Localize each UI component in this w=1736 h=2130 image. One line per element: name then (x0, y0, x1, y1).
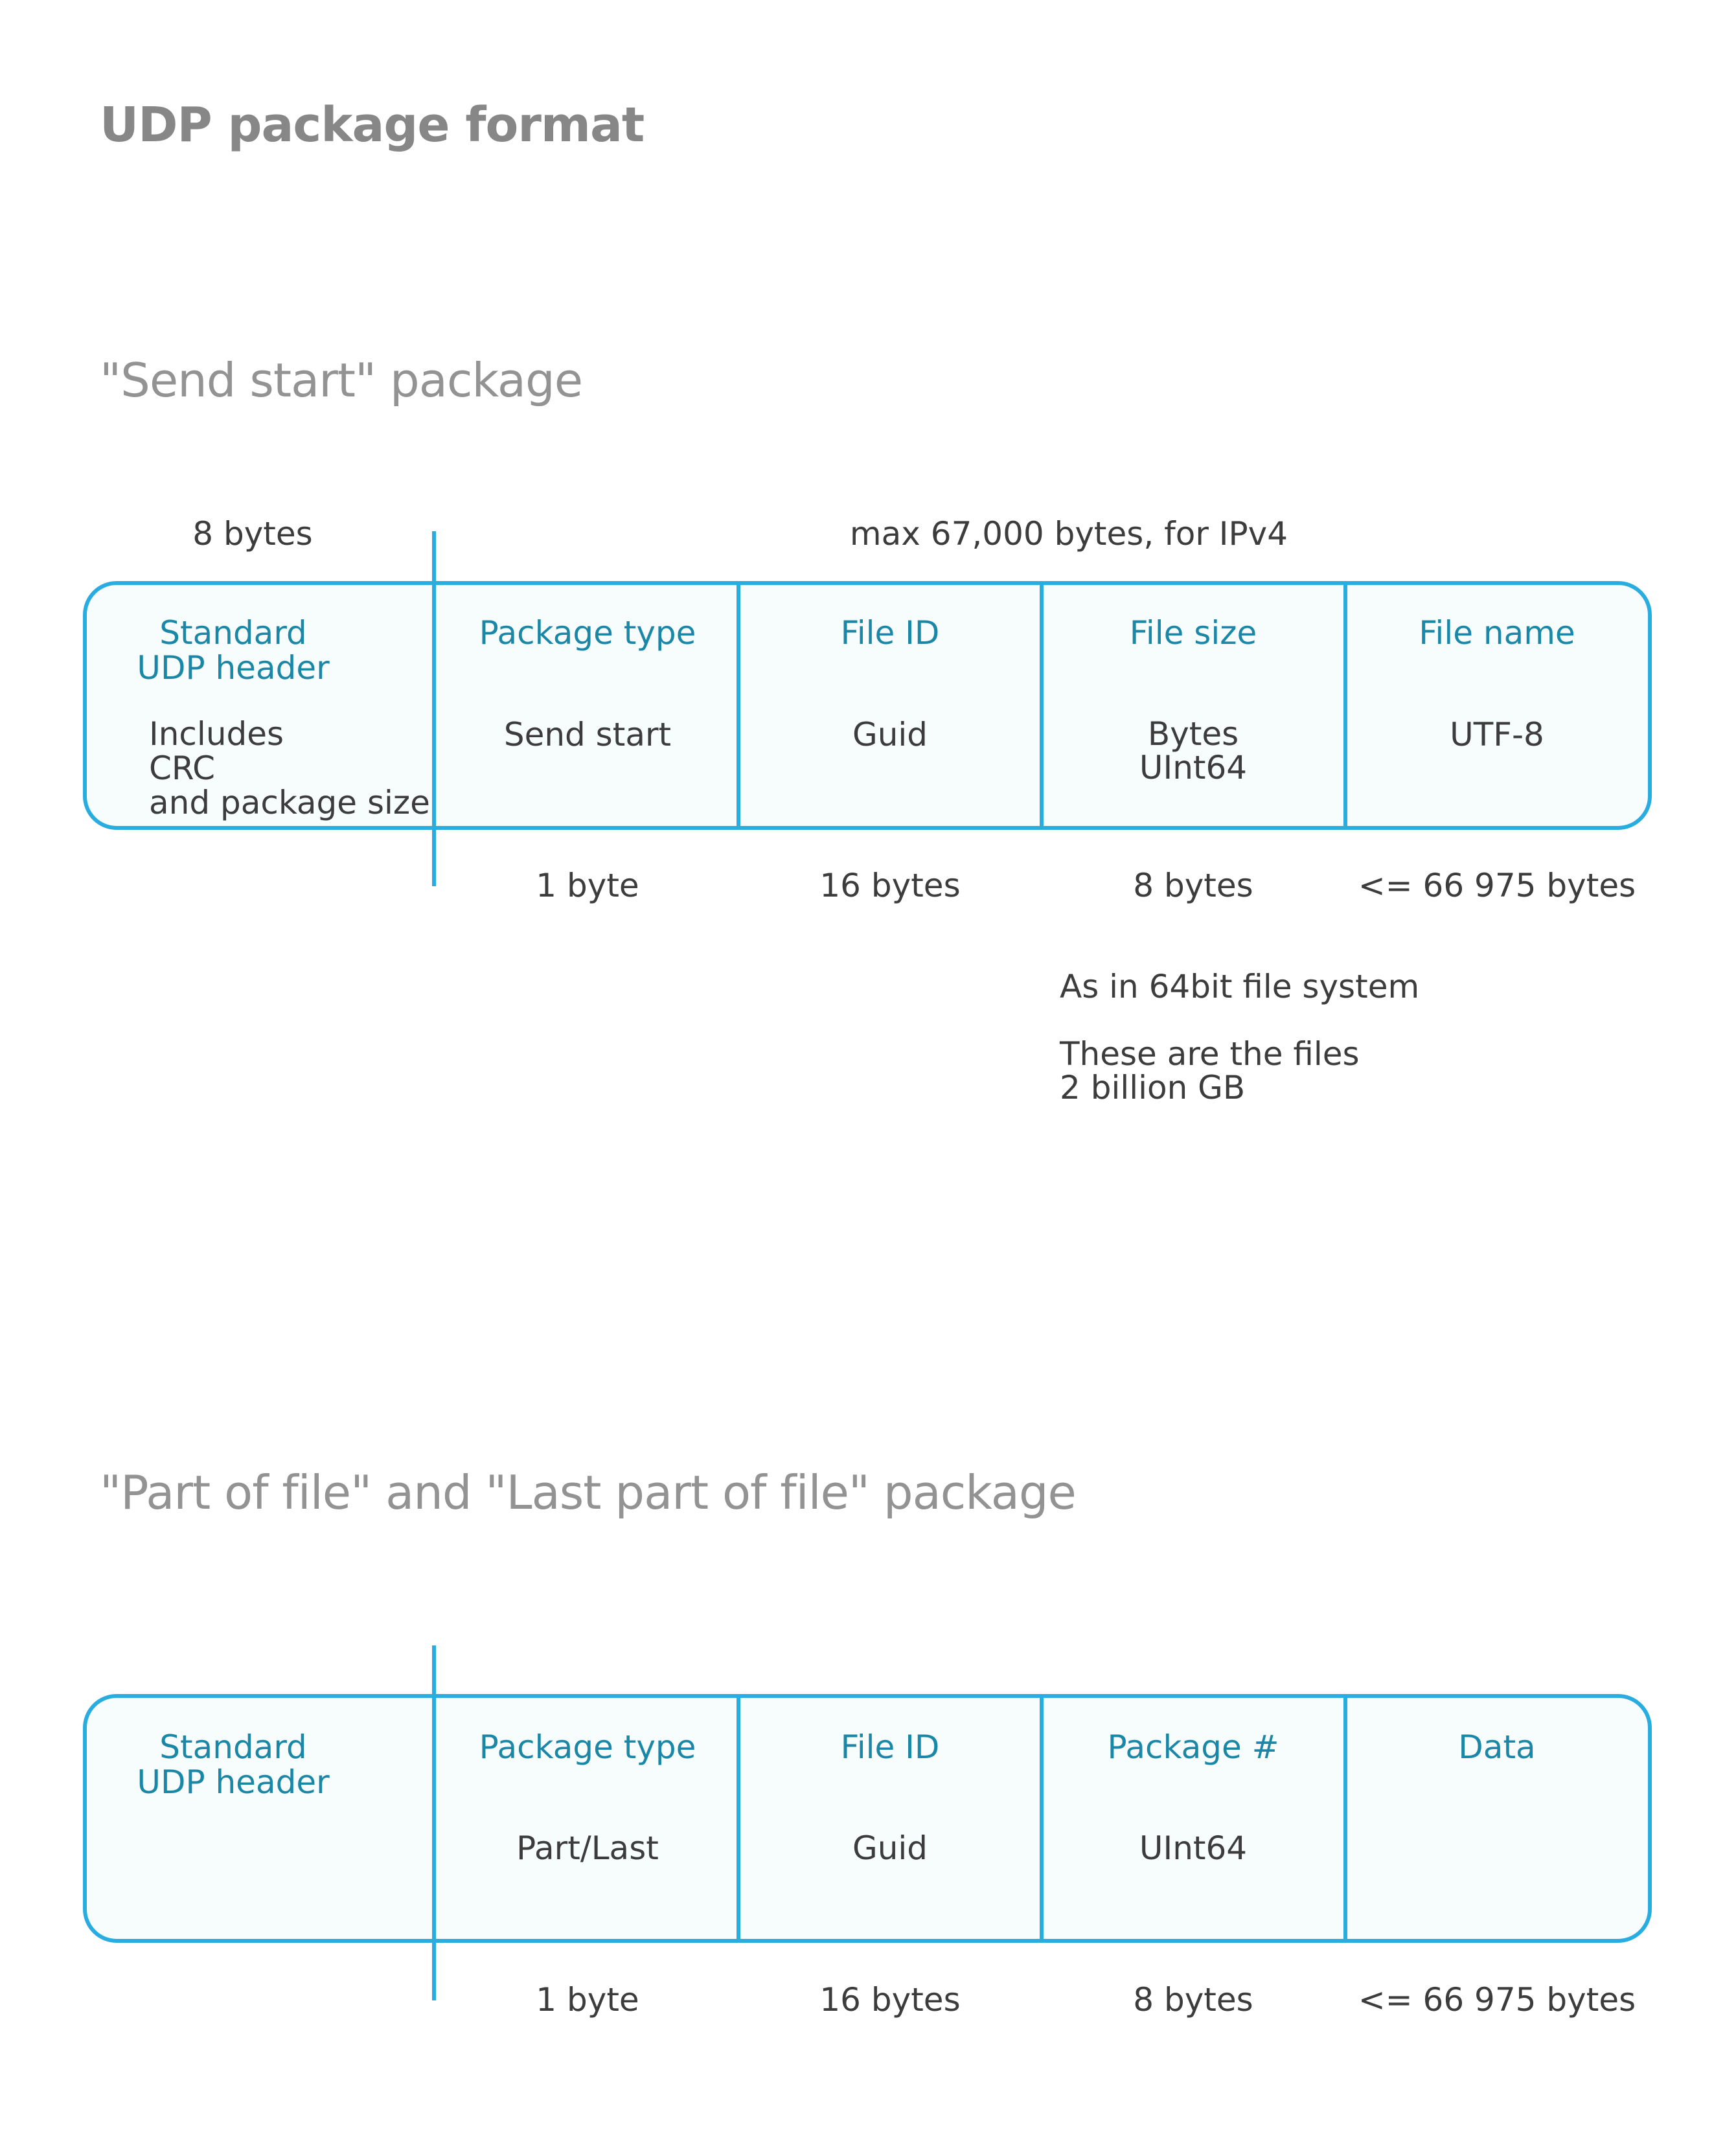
field-separator (1343, 581, 1347, 830)
field-size-file-size: 8 bytes (1133, 867, 1253, 904)
field-separator (737, 1694, 740, 1943)
field-size-file-name: <= 66 975 bytes (1358, 867, 1636, 904)
udp-header-description: Includes CRC and package size (149, 717, 430, 820)
note-line: As in 64bit file system (1060, 968, 1420, 1005)
field-size-package-type: 1 byte (536, 1981, 639, 2019)
header-size-label: 8 bytes (192, 515, 313, 553)
field-size-file-id: 16 bytes (819, 867, 961, 904)
udp-header-description-line: and package size (149, 784, 430, 821)
field-value-file-name: UTF-8 (1450, 716, 1544, 753)
udp-header-title: Standard UDP header (117, 1730, 350, 1800)
field-separator (1040, 581, 1044, 830)
field-value-file-size: Bytes UInt64 (1042, 717, 1345, 784)
udp-header-title-line: UDP header (137, 1763, 330, 1801)
field-value-line: UInt64 (1139, 749, 1248, 786)
field-name-file-id: File ID (840, 614, 940, 652)
header-payload-separator (432, 1645, 436, 2000)
header-payload-separator (432, 531, 436, 886)
field-separator (1040, 1694, 1044, 1943)
field-value-package-number: UInt64 (1139, 1829, 1248, 1867)
udp-header-title: Standard UDP header (117, 615, 350, 685)
note-spacer (1060, 1003, 1419, 1037)
file-size-note: As in 64bit file system These are the fi… (1060, 970, 1419, 1105)
udp-header-description-line: CRC (149, 750, 216, 787)
field-name-file-size: File size (1129, 614, 1257, 652)
section-title-send-start: "Send start" package (100, 353, 583, 407)
field-name-data: Data (1458, 1728, 1536, 1766)
section-title-part-of-file: "Part of file" and "Last part of file" p… (100, 1465, 1077, 1520)
field-value-package-type: Part/Last (516, 1829, 659, 1867)
udp-header-title-line: UDP header (137, 649, 330, 687)
field-name-file-id: File ID (840, 1728, 940, 1766)
field-separator (737, 581, 740, 830)
field-size-package-number: 8 bytes (1133, 1981, 1253, 2019)
udp-header-title-line: Standard (159, 614, 307, 652)
field-name-file-name: File name (1419, 614, 1575, 652)
field-value-package-type: Send start (503, 716, 672, 753)
field-name-package-type: Package type (479, 1728, 696, 1766)
field-name-package-number: Package # (1107, 1728, 1279, 1766)
payload-size-label: max 67,000 bytes, for IPv4 (849, 515, 1288, 553)
part-of-file-packet-box (83, 1694, 1652, 1943)
field-separator (1343, 1694, 1347, 1943)
field-size-package-type: 1 byte (536, 867, 639, 904)
page-title: UDP package format (100, 97, 645, 153)
send-start-packet-box (83, 581, 1652, 830)
note-line: 2 billion GB (1060, 1069, 1246, 1106)
field-size-file-id: 16 bytes (819, 1981, 961, 2019)
field-name-package-type: Package type (479, 614, 696, 652)
field-value-file-id: Guid (852, 1829, 928, 1867)
field-value-line: Bytes (1147, 715, 1239, 753)
udp-header-description-line: Includes (149, 715, 284, 753)
field-value-file-id: Guid (852, 716, 928, 753)
field-size-data: <= 66 975 bytes (1358, 1981, 1636, 2019)
udp-header-title-line: Standard (159, 1728, 307, 1766)
note-line: These are the files (1060, 1035, 1360, 1073)
